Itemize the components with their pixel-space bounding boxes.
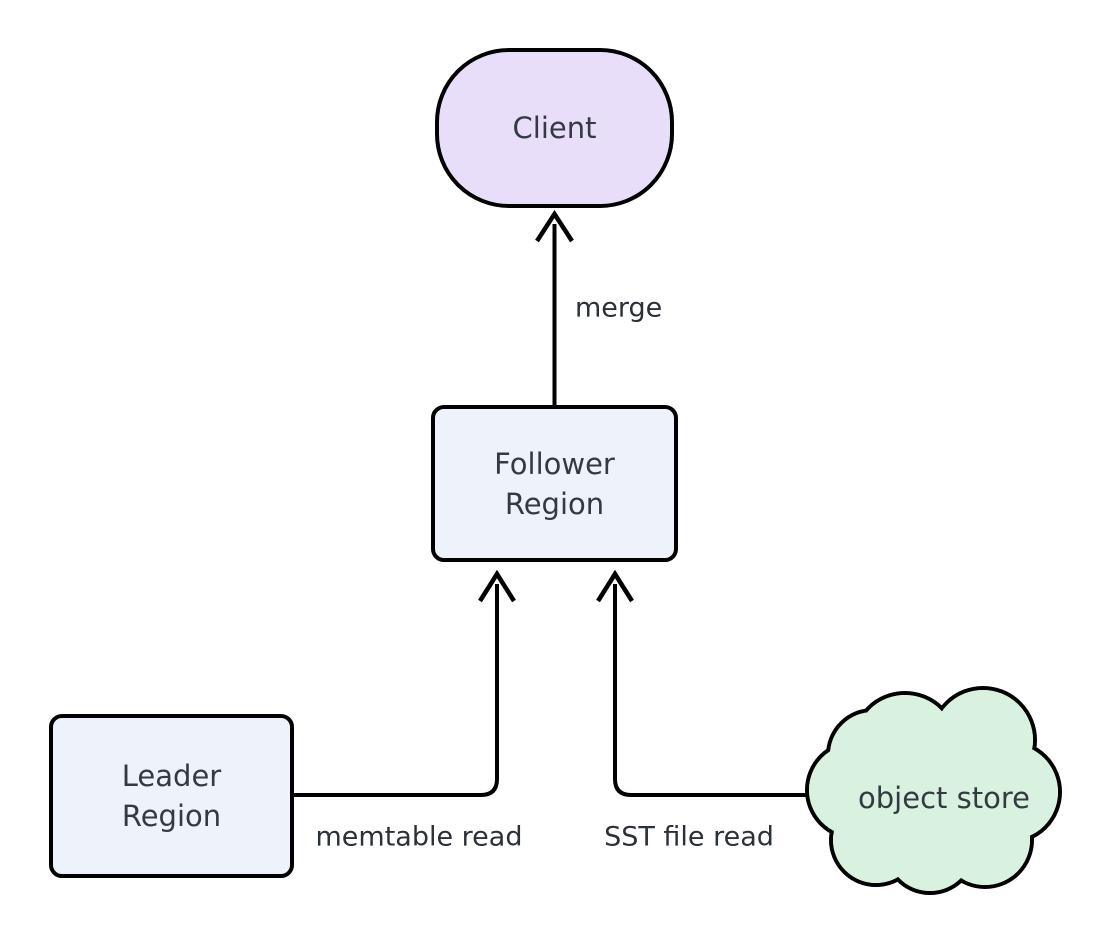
follower-region-label-line1: Follower (494, 447, 615, 481)
leader-region-shape[interactable] (49, 714, 294, 878)
client-shape[interactable] (435, 48, 674, 208)
node-follower-region[interactable]: Follower Region (431, 405, 678, 562)
leader-region-label-line2: Region (122, 799, 221, 833)
edge-label-memtable-read: memtable read (316, 822, 523, 853)
edge-line-sst-file-read (613, 584, 818, 797)
node-object-store[interactable]: object store (805, 686, 1062, 895)
node-client[interactable]: Client (435, 48, 674, 208)
object-store-label: object store (858, 781, 1030, 815)
edge-follower-to-client: merge (535, 209, 662, 405)
client-label: Client (513, 111, 597, 145)
edge-objectstore-to-follower: SST file read (596, 569, 818, 853)
node-leader-region[interactable]: Leader Region (49, 714, 294, 878)
follower-region-shape[interactable] (431, 405, 678, 562)
edge-line-memtable-read (292, 584, 499, 797)
edge-leader-to-follower: memtable read (292, 569, 523, 853)
arrow-head-sst-file-read (596, 569, 634, 603)
arrow-head-merge (535, 209, 574, 243)
leader-region-label-line1: Leader (122, 759, 222, 793)
edge-label-sst-file-read: SST file read (604, 822, 774, 853)
arrow-head-memtable-read (478, 569, 516, 603)
cloud-fill (809, 690, 1058, 891)
edge-label-merge: merge (575, 293, 662, 324)
follower-region-label-line2: Region (505, 487, 604, 521)
cloud-icon[interactable] (805, 686, 1062, 895)
